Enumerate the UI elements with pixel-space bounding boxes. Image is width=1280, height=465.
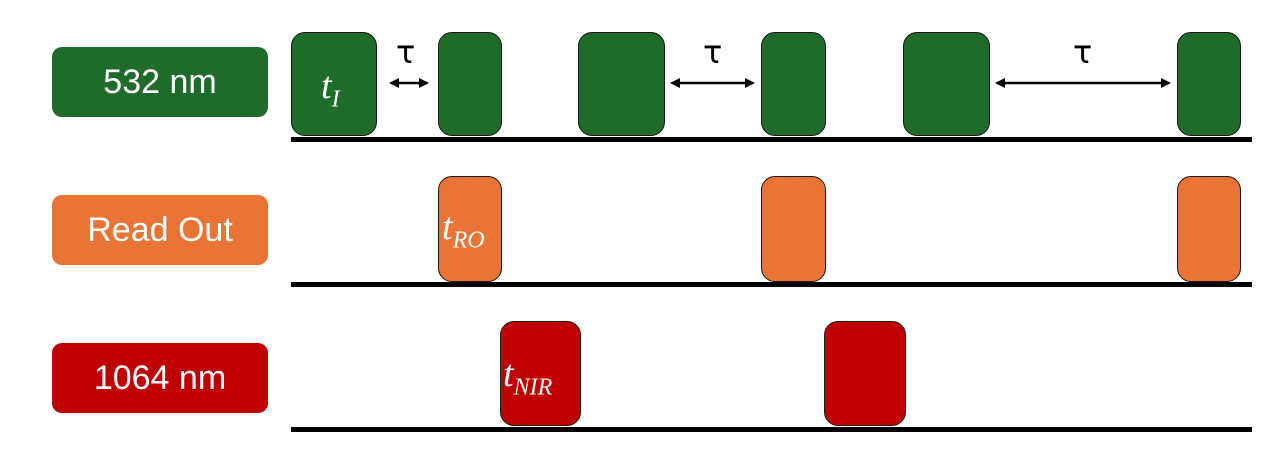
symbol-t-i-sub: I: [331, 86, 340, 113]
delay-label-2: τ: [703, 33, 723, 71]
pulse-1064-2: [824, 321, 906, 426]
symbol-t-nir-sub: NIR: [513, 374, 553, 401]
symbol-t-nir: tNIR: [503, 355, 552, 399]
pulse-readout-2: [761, 176, 826, 282]
pulse-readout-1: [438, 176, 502, 282]
symbol-t-ro-base: t: [442, 206, 453, 248]
pulse-532-2: [438, 32, 502, 136]
symbol-t-i: tI: [321, 67, 340, 111]
row-label-532nm: 532 nm: [52, 47, 268, 117]
symbol-t-ro-sub: RO: [452, 227, 485, 254]
row-label-1064nm: 1064 nm: [52, 343, 268, 413]
pulse-532-6: [1177, 32, 1241, 136]
symbol-t-ro: tRO: [442, 208, 485, 252]
baseline-1064: [291, 427, 1252, 432]
row-label-readout: Read Out: [52, 195, 268, 265]
pulse-532-1: [291, 32, 377, 136]
row-label-readout-text: Read Out: [87, 210, 233, 249]
delay-label-3: τ: [1073, 33, 1093, 71]
pulse-532-3: [578, 32, 665, 136]
symbol-t-nir-base: t: [503, 353, 514, 395]
baseline-readout: [291, 282, 1252, 287]
symbol-t-i-base: t: [321, 65, 332, 107]
pulse-1064-1: [500, 321, 581, 426]
pulse-readout-3: [1177, 176, 1241, 282]
row-label-1064nm-text: 1064 nm: [93, 358, 227, 397]
pulse-532-5: [903, 32, 990, 136]
pulse-532-4: [761, 32, 826, 136]
delay-label-1: τ: [396, 33, 416, 71]
baseline-532: [291, 137, 1252, 142]
row-label-532nm-text: 532 nm: [103, 62, 217, 101]
